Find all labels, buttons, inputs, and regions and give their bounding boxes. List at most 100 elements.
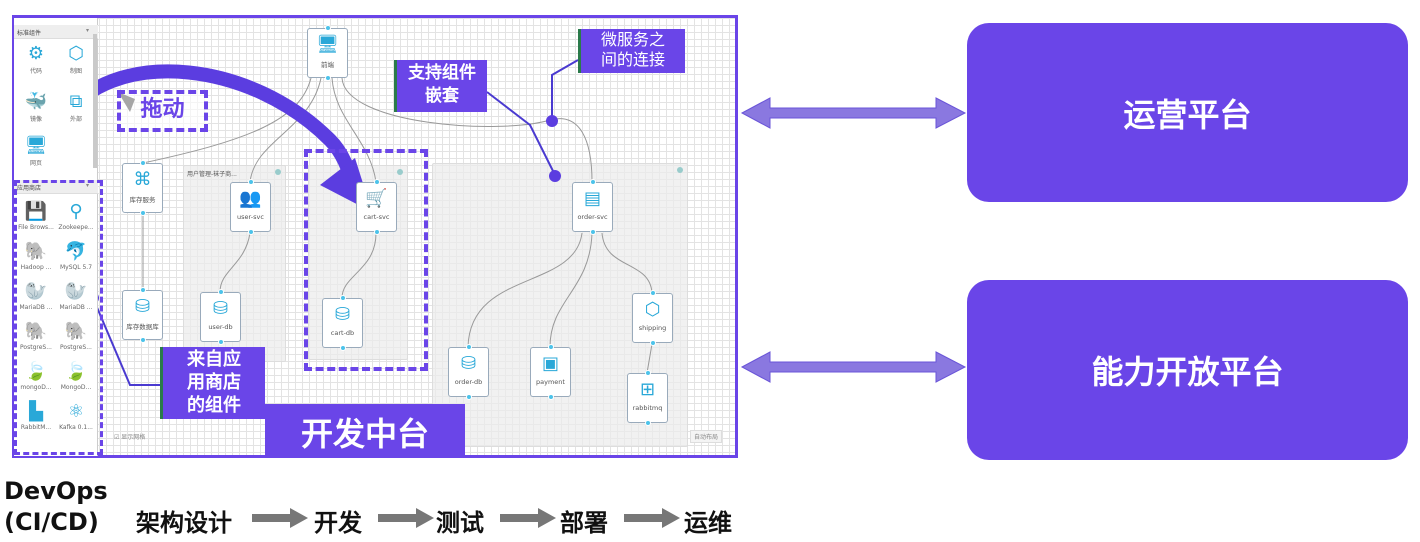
connection-port[interactable] xyxy=(466,344,472,350)
connection-port[interactable] xyxy=(340,345,346,351)
step-test: 测试 xyxy=(436,509,484,537)
hierarchy-icon: ⊞ xyxy=(639,379,656,400)
dev-platform-label: 开发中台 xyxy=(265,404,465,458)
node-label: user-svc xyxy=(237,213,264,221)
connection-port[interactable] xyxy=(140,337,146,343)
open-platform-box: 能力开放平台 xyxy=(967,280,1408,460)
node-frontend[interactable]: 🖥前端 xyxy=(307,25,348,81)
node-rabbitmq[interactable]: ⊞rabbitmq xyxy=(627,370,668,426)
arrow-right-icon xyxy=(252,508,308,528)
collapse-icon[interactable] xyxy=(677,167,683,173)
store-item[interactable]: 💾File Brows... xyxy=(16,200,56,231)
caret-down-icon: ▾ xyxy=(85,182,89,189)
store-item[interactable]: ▙RabbitM... xyxy=(16,400,56,431)
database-icon: ⛁ xyxy=(134,296,151,317)
nesting-callout: 支持组件嵌套 xyxy=(394,60,487,112)
store-item[interactable]: 🍃MongoD... xyxy=(56,360,96,391)
connection-port[interactable] xyxy=(140,287,146,293)
node-shipping[interactable]: ⬡shipping xyxy=(632,290,673,346)
connection-port[interactable] xyxy=(218,289,224,295)
store-item[interactable]: 🐘 Hadoop ... xyxy=(16,240,56,271)
palette-scrollbar[interactable] xyxy=(93,34,97,168)
connection-port[interactable] xyxy=(645,370,651,376)
header-label: 标准组件 xyxy=(17,30,42,37)
node-inventory-svc[interactable]: ⌘库存服务 xyxy=(122,160,163,216)
collapse-icon[interactable] xyxy=(275,169,281,175)
save-icon: 💾 xyxy=(24,201,48,222)
docker-icon: 🐳 xyxy=(24,91,48,112)
node-cart-svc[interactable]: 🛒cart-svc xyxy=(356,179,397,235)
node-label: 库存数据库 xyxy=(126,323,159,331)
item-label: 网页 xyxy=(29,160,42,167)
node-user-svc[interactable]: 👥user-svc xyxy=(230,179,271,235)
node-order-db[interactable]: ⛁order-db xyxy=(448,344,489,400)
palette-item-image[interactable]: 🐳 镜像 xyxy=(16,90,56,123)
node-inventory-db[interactable]: ⛁ 库存数据库 xyxy=(122,287,163,343)
mongodb-icon: 🍃 xyxy=(24,361,48,382)
connection-port[interactable] xyxy=(140,210,146,216)
item-label: Hadoop ... xyxy=(20,264,52,271)
item-label: MariaDB ... xyxy=(59,304,93,311)
connection-port[interactable] xyxy=(374,179,380,185)
cluster-icon: ⌘ xyxy=(133,169,152,190)
store-item[interactable]: 🐘PostgreS... xyxy=(56,320,96,351)
connection-port[interactable] xyxy=(218,339,224,345)
standard-components-header[interactable]: 标准组件▾ xyxy=(14,25,98,39)
arrow-right-icon xyxy=(500,508,556,528)
document-icon: ▤ xyxy=(583,188,601,209)
node-cart-db[interactable]: ⛁cart-db xyxy=(322,295,363,351)
connection-port[interactable] xyxy=(325,75,331,81)
connection-port[interactable] xyxy=(645,420,651,426)
store-item[interactable]: 🍃mongoD... xyxy=(16,360,56,391)
connection-port[interactable] xyxy=(325,25,331,31)
node-user-db[interactable]: ⛁ user-db xyxy=(200,289,241,345)
connection-port[interactable] xyxy=(548,394,554,400)
palette-item-webpage[interactable]: 🖥 网页 xyxy=(16,134,56,167)
show-grid-checkbox[interactable]: ☑ 显示网格 xyxy=(114,434,146,441)
store-item[interactable]: 🐬MySQL 5.7 xyxy=(56,240,96,271)
connections-callout: 微服务之间的连接 xyxy=(578,29,685,73)
ops-platform-box: 运营平台 xyxy=(967,23,1408,202)
hadoop-icon: 🐘 xyxy=(24,241,48,262)
connection-port[interactable] xyxy=(650,290,656,296)
connection-port[interactable] xyxy=(248,179,254,185)
item-label: 代码 xyxy=(29,68,42,75)
card-icon: ▣ xyxy=(541,353,559,374)
node-payment[interactable]: ▣payment xyxy=(530,344,571,400)
store-item[interactable]: 🐘PostgreS... xyxy=(16,320,56,351)
connection-port[interactable] xyxy=(548,344,554,350)
store-item[interactable]: 🦭MariaDB ... xyxy=(16,280,56,311)
group-label: 用户管理-袜子商... xyxy=(187,171,237,178)
connection-port[interactable] xyxy=(466,394,472,400)
item-label: Kafka 0.1... xyxy=(59,424,93,431)
desktop-icon: 🖥 xyxy=(24,135,48,156)
connection-port[interactable] xyxy=(140,160,146,166)
devops-line2: (CI/CD) xyxy=(4,508,99,536)
palette-item-chart[interactable]: ⬡制图 xyxy=(56,42,96,75)
node-order-svc[interactable]: ▤order-svc xyxy=(572,179,613,235)
store-item[interactable]: ⚛Kafka 0.1... xyxy=(56,400,96,431)
palette-item-external[interactable]: ⧉外部 xyxy=(56,90,96,123)
connection-port[interactable] xyxy=(248,229,254,235)
store-item[interactable]: 🦭 MariaDB ... xyxy=(56,280,96,311)
auto-layout-button[interactable]: 自动布局 xyxy=(690,430,723,443)
item-label: 镜像 xyxy=(29,116,42,123)
palette-item-code[interactable]: ⚙ 代码 xyxy=(16,42,56,75)
connection-port[interactable] xyxy=(590,229,596,235)
node-label: user-db xyxy=(208,323,233,331)
from-store-callout: 来自应用商店的组件 xyxy=(160,347,265,419)
arrow-right-icon xyxy=(624,508,680,528)
mariadb-icon: 🦭 xyxy=(64,281,88,302)
collapse-icon[interactable] xyxy=(397,169,403,175)
connection-port[interactable] xyxy=(374,229,380,235)
connection-port[interactable] xyxy=(650,340,656,346)
connection-port[interactable] xyxy=(590,179,596,185)
database-icon: ⛁ xyxy=(212,298,229,319)
connection-port[interactable] xyxy=(340,295,346,301)
item-label: MongoD... xyxy=(60,384,92,391)
app-store-highlight xyxy=(14,180,103,455)
app-store-header[interactable]: 应用商店 ▾ xyxy=(14,180,98,194)
store-item[interactable]: ⚲Zookeepe... xyxy=(56,200,96,231)
header-label: 应用商店 xyxy=(17,185,42,192)
robot-arm-icon: ⚙ xyxy=(27,43,45,64)
